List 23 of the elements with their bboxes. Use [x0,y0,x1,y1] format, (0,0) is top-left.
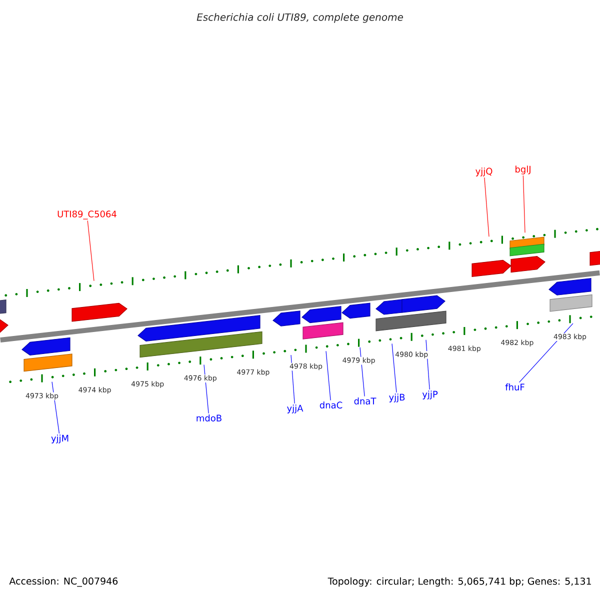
leader-line [518,323,574,383]
gene-label: bglJ [516,166,530,174]
gene-label: yjjQ [476,168,492,176]
gene-label: dnaT [354,398,376,404]
gene-label: yjjA [287,404,304,414]
gene-label: yjjB [389,394,405,402]
gene-label: fhuF [505,384,524,390]
leader-line [484,177,490,237]
footer-text: Accession: NC_007946 [9,577,118,587]
leader-line [522,175,526,233]
title: Escherichia coli UTI89, complete genome [196,13,403,23]
gene-label: yjjM [51,434,68,444]
gene-label: UTI89_C5064 [58,210,116,220]
gene-label: mdoB [196,414,222,422]
gene-label: yjjP [422,390,438,400]
gene-label: dnaC [320,402,342,408]
leader-line [392,343,397,393]
leader-line [87,220,94,282]
leader-line [360,346,365,397]
scale-ruler [4,228,598,297]
footer-text: Topology: circular; Length: 5,065,741 bp; Genes: 5,131 [328,577,591,587]
leader-line [290,354,295,404]
leader-line [326,350,331,401]
